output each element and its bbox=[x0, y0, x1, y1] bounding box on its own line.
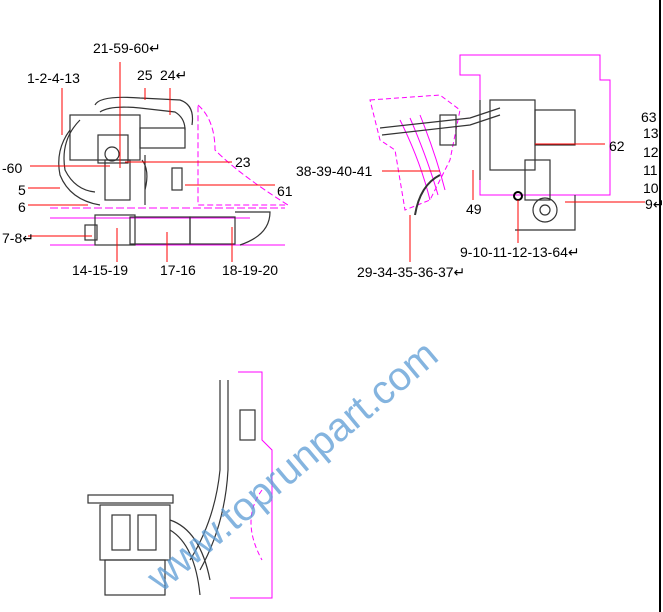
callout-label: 10 bbox=[643, 180, 659, 196]
callout-label: -60 bbox=[2, 160, 23, 176]
callout-label: 29-34-35-36-37↵ bbox=[357, 264, 466, 280]
callout-leaders bbox=[28, 62, 645, 262]
callout-label: 11 bbox=[643, 162, 658, 178]
callout-label: 18-19-20 bbox=[222, 262, 279, 278]
callout-label: 23 bbox=[235, 154, 251, 170]
callout-label: 9↵ bbox=[645, 196, 663, 212]
bottom-view-frame bbox=[230, 371, 273, 599]
callout-label: 13 bbox=[643, 125, 659, 141]
callout-label: 38-39-40-41 bbox=[296, 163, 373, 179]
callout-label: 9-10-11-12-13-64↵ bbox=[460, 244, 580, 260]
callout-label: 12 bbox=[643, 144, 659, 160]
bottom-view-pump-assembly bbox=[87, 380, 256, 596]
callout-label: 62 bbox=[609, 138, 625, 154]
left-view-pump-assembly bbox=[58, 96, 271, 246]
callout-label: 1-2-4-13 bbox=[27, 70, 80, 86]
callout-label: 49 bbox=[466, 201, 482, 217]
callout-label: 63 bbox=[641, 109, 657, 125]
callout-label: 6 bbox=[18, 199, 26, 215]
callout-label: 25 bbox=[137, 67, 153, 83]
callout-label: 21-59-60↵ bbox=[93, 40, 161, 56]
callout-label: 61 bbox=[277, 183, 293, 199]
callout-label: 5 bbox=[18, 182, 26, 198]
left-view-frame bbox=[50, 103, 290, 246]
callout-label: 24↵ bbox=[160, 67, 188, 83]
callout-label: 17-16 bbox=[160, 262, 196, 278]
callout-label: 7-8↵ bbox=[2, 230, 34, 246]
right-view-pump-assembly bbox=[379, 99, 576, 231]
right-view-frame bbox=[369, 54, 611, 211]
callout-label: 14-15-19 bbox=[72, 262, 129, 278]
